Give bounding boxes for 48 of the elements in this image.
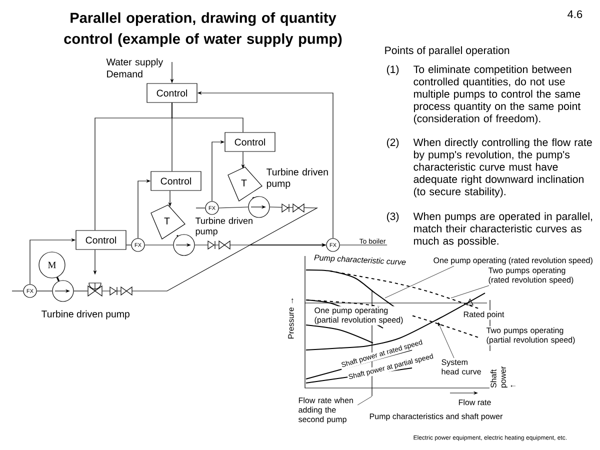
item-number: (1) [386,65,399,76]
curve-label: Pump characteristic curve [312,253,408,268]
leader-line [450,285,490,298]
shaft-coupling [252,196,254,198]
item-number: (2) [386,138,399,148]
curve-label: Two pumps operating (rated revolution speed) [487,266,582,286]
leader-line [357,396,372,406]
control-box: Control [76,230,126,250]
pump-label: Turbine driven pump [196,217,252,236]
pump-symbol [52,280,74,302]
control-box: Control [150,171,202,191]
note-text: When pumps are operated in parallel, match their characteristic curves as much as possible. [413,212,592,247]
connector-line [36,290,52,292]
pump-label: Turbine driven pump [266,168,328,189]
item-number: (3) [386,212,399,222]
title: Parallel operation, drawing of quantity control (example of water supply pump) [64,12,342,47]
axis-label: Shaft power ↑ [490,351,517,389]
note-heading: Points of parallel operation [385,46,510,56]
shaft-coupling [56,276,60,282]
leader-line [384,266,454,298]
connector-line [218,206,248,208]
connector-line [126,244,132,246]
axis-label: Flow rate [457,398,492,406]
note-text: When directly controlling the flow rate by pump's revolution, the pump's characteristic curve must have adequate right downward inclination (to secure stability). [413,138,592,198]
page-number: 4.6 [568,10,582,18]
connector-line [12,290,24,292]
curve-label: One pump operating (rated revolution speed) [432,256,594,266]
leader-line [438,322,454,358]
point-label: Rated point [462,310,506,320]
control-box: Control [146,83,198,103]
curve-label: System head curve [440,358,490,376]
control-valve-symbol [88,282,102,297]
chart-caption: Pump characteristics and shaft power [368,412,504,422]
connector-line [74,290,88,292]
curve-label: Two pumps operating (partial revolution speed) [485,326,582,346]
curve-label: One pump operating (partial revolution speed) [313,306,410,326]
pump-label: Turbine driven pump [42,310,130,320]
connector-line [172,102,244,132]
note-text: To eliminate competition between controlled quantities, do not use multiple pumps to control the same process quantity on the same point (consideration of freedom). [414,65,581,124]
control-box: Control [224,132,276,152]
shaft-coupling [176,234,178,237]
curve-label: Flow rate when adding the second pump [297,396,358,425]
input-label: Water supply Demand [106,58,164,78]
connector-line [340,244,388,246]
connector-line [144,244,174,246]
axis-label: Pressure → [287,296,295,340]
pump-symbol [173,234,195,256]
pump-symbol [248,196,270,218]
